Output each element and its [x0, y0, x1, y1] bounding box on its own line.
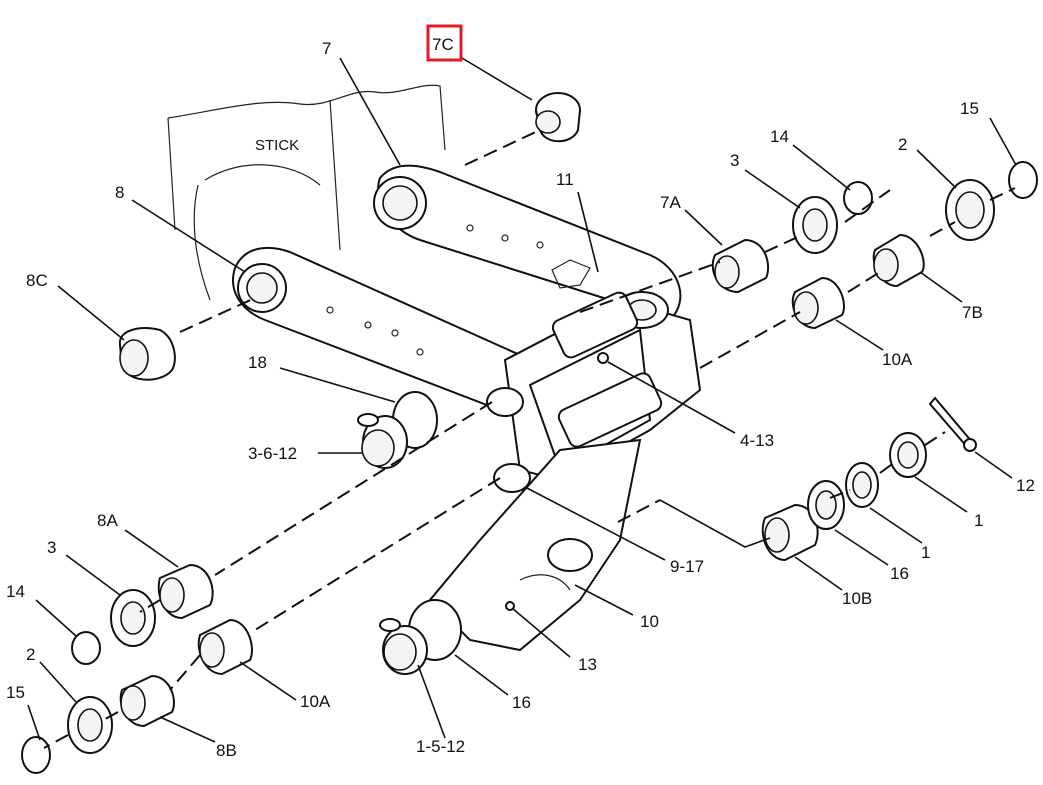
bushing-7C [535, 92, 581, 143]
bushing-8B [119, 674, 175, 728]
callout-10B: 10B [842, 589, 872, 608]
washer-2-top [945, 179, 995, 241]
ring-14-top [843, 181, 873, 215]
bushing-10A-left [197, 618, 253, 676]
washer-3-top [792, 196, 838, 254]
bushing-10B [761, 503, 819, 562]
upper-link [373, 164, 682, 322]
center-lines [43, 129, 1016, 749]
callout-14-left: 14 [6, 582, 25, 601]
callout-8B: 8B [216, 741, 237, 760]
stick-label: STICK [255, 137, 299, 154]
callout-12: 12 [1016, 476, 1035, 495]
callout-4-13: 4-13 [740, 431, 774, 450]
callout-10A-right: 10A [882, 350, 913, 369]
leader-lines [27, 57, 1017, 743]
callout-2-left: 2 [26, 645, 35, 664]
pin-left [357, 391, 438, 469]
callout-1-5-12: 1-5-12 [416, 737, 465, 756]
bushing-8C [118, 327, 176, 381]
callout-11: 11 [556, 170, 574, 189]
callout-18: 18 [248, 353, 267, 372]
callout-7C: 7C [432, 35, 454, 54]
callout-3-top: 3 [730, 151, 739, 170]
pin-bottom [379, 599, 462, 675]
bushing-10A-right [791, 276, 845, 330]
callout-1-a: 1 [974, 511, 983, 530]
callout-2-top: 2 [898, 135, 907, 154]
washers-16-1-1 [807, 432, 927, 530]
callout-10: 10 [640, 612, 659, 631]
bushing-7A [711, 238, 770, 294]
bushing-7B [872, 233, 925, 288]
callout-10A-left: 10A [300, 692, 331, 711]
highlight-box-7C [426, 24, 463, 62]
cotter-pin-12 [928, 396, 977, 452]
callout-7: 7 [322, 39, 331, 58]
callout-13: 13 [578, 655, 597, 674]
ring-14-left [71, 631, 101, 665]
center-bracket [428, 291, 702, 652]
ring-15-left [21, 736, 51, 774]
callout-3-left: 3 [47, 538, 56, 557]
callout-16-bottom: 16 [512, 693, 531, 712]
callout-14-top: 14 [770, 127, 789, 146]
callout-3-6-12: 3-6-12 [248, 444, 297, 463]
callout-9-17: 9-17 [670, 557, 704, 576]
callout-labels: 7 7C 8 8C 11 14 3 7A 2 15 7B 10A 18 3-6-… [6, 24, 1035, 760]
washer-3-left [110, 589, 156, 647]
ring-15-top [1008, 161, 1038, 199]
callout-15-top: 15 [960, 99, 979, 118]
callout-15-left: 15 [6, 683, 25, 702]
washer-2-left [67, 696, 113, 754]
callout-8A: 8A [97, 511, 118, 530]
callout-7B: 7B [962, 303, 983, 322]
callout-16-right: 16 [890, 564, 909, 583]
callout-1-b: 1 [921, 543, 930, 562]
bushing-8A [157, 563, 214, 620]
callout-7A: 7A [660, 193, 681, 212]
callout-8C: 8C [26, 271, 48, 290]
callout-8: 8 [115, 183, 124, 202]
